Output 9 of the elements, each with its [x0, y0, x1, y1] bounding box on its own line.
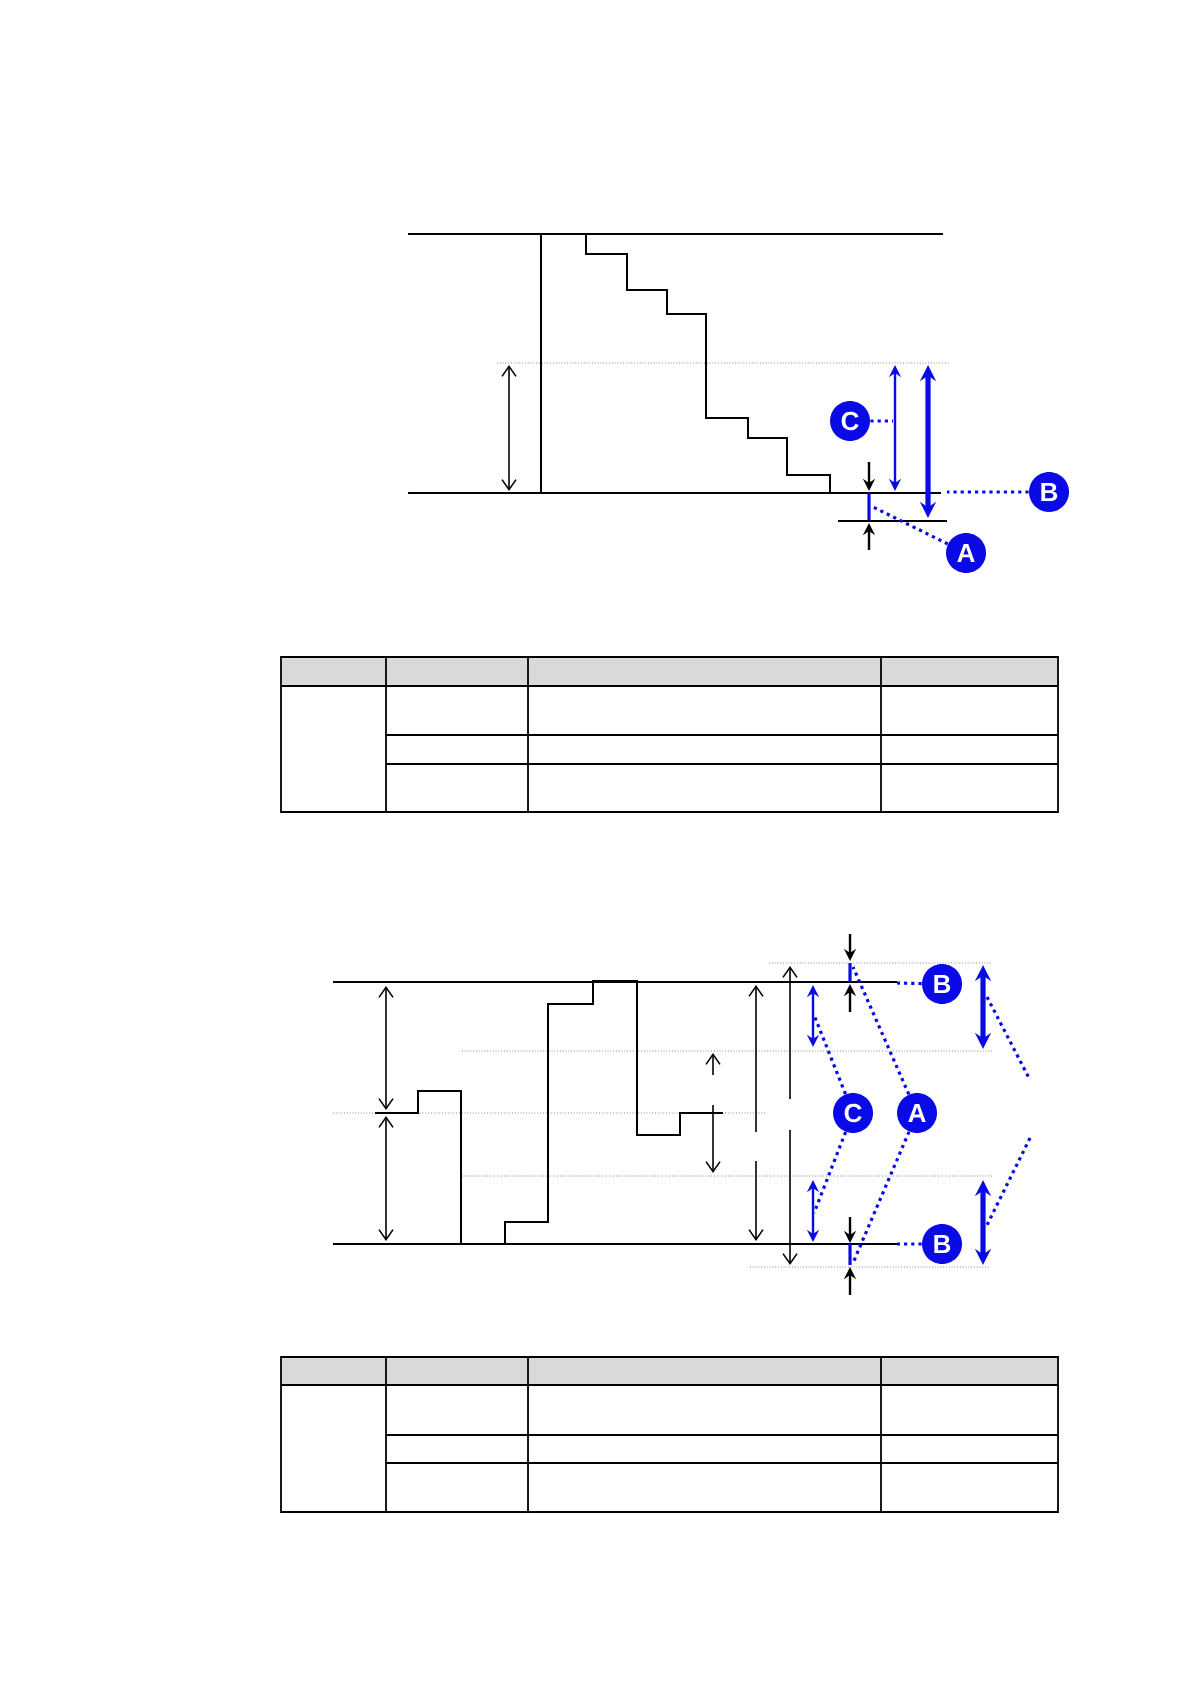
leader-line	[851, 1131, 911, 1264]
leader-line	[851, 966, 911, 1095]
leader-line	[897, 1242, 922, 1246]
leader-line	[812, 1014, 847, 1095]
leader-line	[897, 981, 922, 986]
leader-line	[812, 1131, 848, 1214]
leader-line	[870, 419, 893, 423]
leader-line	[947, 490, 1029, 494]
leader-line	[870, 504, 949, 546]
